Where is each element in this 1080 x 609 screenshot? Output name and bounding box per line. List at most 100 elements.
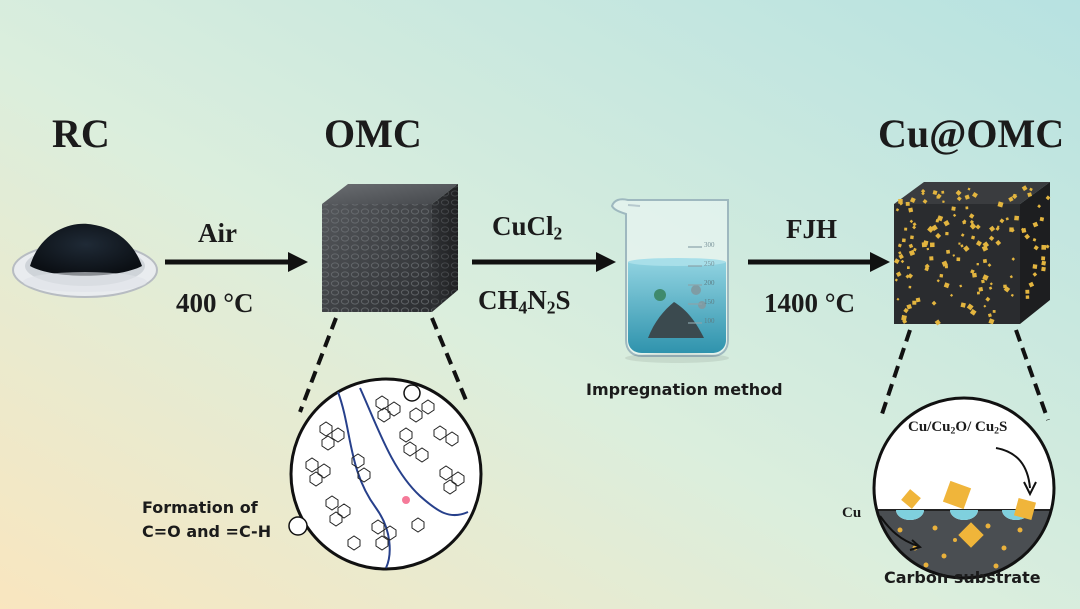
- cu-particle: [904, 227, 908, 231]
- cu-particle: [985, 296, 991, 302]
- cu-particle: [997, 201, 1004, 208]
- cu-particle: [1003, 286, 1011, 293]
- species-p2: O/ Cu: [955, 419, 995, 435]
- cu-particle: [992, 310, 996, 313]
- step1-temp-label: 400 °C: [176, 288, 254, 318]
- cu-particle: [1011, 257, 1016, 261]
- beaker-caption: Impregnation method: [586, 380, 783, 399]
- cu-particle: [952, 254, 956, 257]
- reagent2-s2: 2: [546, 297, 556, 318]
- cu-particle: [970, 269, 975, 274]
- cu-particle: [950, 293, 954, 297]
- cu-particle: [908, 207, 914, 213]
- cu-particle: [905, 201, 910, 206]
- cu-particle: [988, 286, 993, 290]
- cu-particle: [895, 271, 902, 277]
- cu-particle: [909, 219, 914, 224]
- cu-species-label: Cu/Cu2O/ Cu2S: [908, 420, 1007, 436]
- reagent2-p1: CH: [478, 285, 519, 315]
- cu-particle: [1032, 221, 1039, 228]
- stage-label-omc: OMC: [324, 111, 422, 156]
- step2-reagent2-label: CH4N2S: [478, 287, 571, 317]
- beaker-mark-150: 150: [704, 298, 715, 306]
- step3-temp-label: 1400 °C: [764, 288, 856, 318]
- rc-powder-dish: [12, 223, 158, 298]
- cu-particle: [931, 300, 937, 306]
- cu-particle: [1029, 187, 1033, 192]
- step1-gas-label: Air: [198, 218, 237, 248]
- cu-particle: [969, 308, 977, 316]
- cu-particle: [976, 291, 980, 295]
- cu-particle: [909, 197, 916, 204]
- cu-particle: [903, 307, 909, 314]
- cu-particle: [897, 243, 902, 248]
- cu-particle: [995, 239, 1002, 246]
- cu-particle: [912, 222, 917, 227]
- cu-particle: [995, 226, 1000, 231]
- species-s2: 2: [994, 425, 1000, 437]
- cu-particle: [936, 279, 940, 283]
- cu-particle: [963, 245, 970, 252]
- cu-particle: [1024, 233, 1031, 240]
- cu-particle: [1041, 260, 1047, 266]
- cu-particle: [1005, 217, 1009, 221]
- cu-particle: [912, 300, 917, 305]
- cu-particle: [946, 249, 951, 254]
- cu-particle: [945, 231, 949, 236]
- cu-particle: [964, 194, 970, 200]
- cu-particle: [924, 263, 930, 269]
- reagent2-s1: 4: [518, 297, 528, 318]
- cu-particle: [930, 242, 935, 248]
- cu-particle: [899, 201, 903, 206]
- cu-particle: [1009, 227, 1014, 232]
- cu-particle: [935, 232, 942, 239]
- zoom-line-right-b: [1014, 329, 1050, 421]
- beaker-mark-250: 250: [704, 260, 715, 268]
- cu-particle: [943, 219, 950, 227]
- left-zoom-caption-line2: C=O and =C-H: [142, 522, 272, 541]
- omc-cube: [322, 184, 458, 312]
- cu-particle: [900, 259, 905, 264]
- cu-particle: [926, 247, 930, 251]
- cu-particle: [975, 240, 982, 247]
- cu-particle: [939, 273, 944, 278]
- cu-particle: [1045, 195, 1051, 201]
- cu-particle: [956, 257, 961, 262]
- beaker: [610, 198, 729, 363]
- species-s1: 2: [950, 425, 956, 437]
- cu-particle: [1014, 215, 1020, 221]
- cu-particle: [1039, 216, 1045, 222]
- left-zoom-caption-line1: Formation of: [142, 498, 258, 517]
- step3-method-label: FJH: [786, 214, 837, 244]
- cu-particle: [893, 258, 900, 265]
- cu-particle: [952, 213, 957, 218]
- cu-particle: [959, 284, 963, 288]
- cu-particle: [902, 318, 908, 324]
- cu-particle: [1021, 227, 1025, 232]
- cu-particle: [975, 224, 981, 230]
- step2-reagent1-label: CuCl2: [492, 213, 562, 243]
- cu-particle: [935, 219, 940, 223]
- cu-particle: [958, 242, 961, 245]
- cu-particle: [906, 304, 912, 310]
- cu-particle: [910, 235, 914, 240]
- cu-particle: [915, 297, 921, 303]
- cu-particle: [932, 190, 938, 195]
- cu-particle: [1041, 266, 1046, 272]
- cu-particle: [967, 187, 971, 191]
- cu-particle: [929, 256, 934, 261]
- right-zoom-circle: [872, 396, 1056, 580]
- cu-particle: [912, 225, 917, 230]
- cu-particle: [960, 302, 966, 308]
- zoom-line-left-b: [430, 317, 470, 406]
- cu-particle: [1033, 245, 1039, 251]
- cu-label: Cu: [842, 505, 862, 521]
- cu-particle: [966, 303, 974, 311]
- cu-particle: [976, 263, 979, 266]
- cu-particle: [1025, 289, 1030, 294]
- cu-particle: [894, 278, 898, 282]
- cu-particle: [955, 189, 962, 196]
- cu-particle: [982, 241, 990, 248]
- cu-omc-cube: [893, 182, 1051, 326]
